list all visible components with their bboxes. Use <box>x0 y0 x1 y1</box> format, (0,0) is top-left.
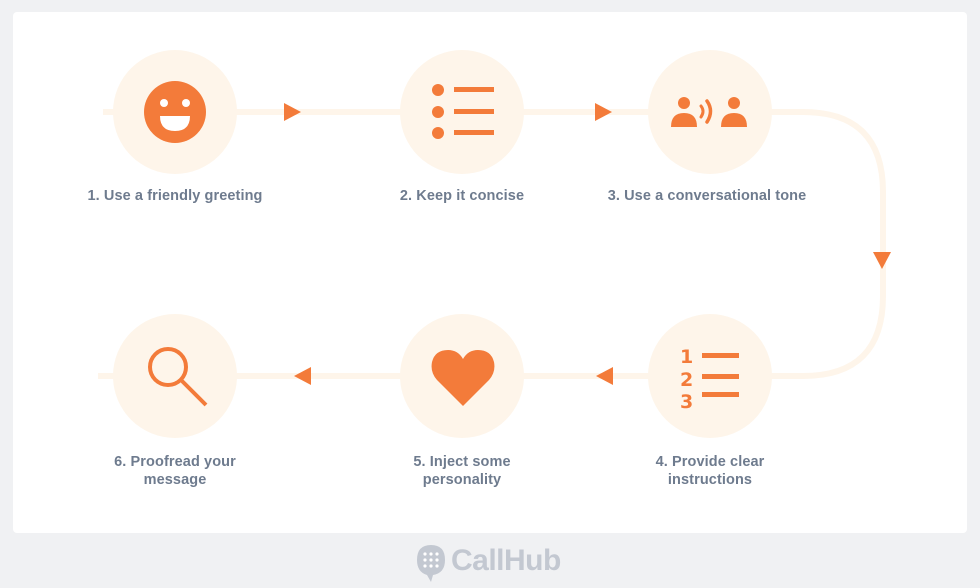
chat-bubble-keypad-icon <box>417 545 445 582</box>
svg-text:1: 1 <box>680 346 693 368</box>
bullet-list-icon <box>432 84 494 139</box>
flow-arrows <box>284 103 891 385</box>
step-4-label-line2: instructions <box>667 472 753 488</box>
logo-text: CallHub <box>451 544 561 577</box>
magnifying-glass-icon <box>148 347 208 407</box>
arrow-down-icon <box>873 252 891 269</box>
step-6-label-line1: 6. Proofread your <box>114 454 236 470</box>
callhub-logo: CallHub <box>447 541 561 581</box>
step-1-label: 1. Use a friendly greeting <box>87 188 263 204</box>
step-4-label: 4. Provide clear instructions <box>590 453 830 489</box>
step-2-label: 2. Keep it concise <box>399 188 525 204</box>
step-5-label-line1: 5. Inject some <box>413 454 511 470</box>
step-6-label-line2: message <box>143 472 207 488</box>
smiley-face-icon <box>144 81 206 143</box>
heart-icon <box>431 350 495 406</box>
arrow-right-icon <box>284 103 301 121</box>
step-3-label: 3. Use a conversational tone <box>607 188 807 204</box>
step-5-label: 5. Inject some personality <box>342 453 582 489</box>
arrow-left-icon <box>596 367 613 385</box>
numbered-list-icon: 1 2 3 <box>680 346 739 413</box>
step-5-label-line2: personality <box>422 472 502 488</box>
svg-text:3: 3 <box>680 391 693 413</box>
step-6-label: 6. Proofread your message <box>55 453 295 489</box>
arrow-left-icon <box>294 367 311 385</box>
svg-text:2: 2 <box>680 369 693 391</box>
arrow-right-icon <box>595 103 612 121</box>
step-4-label-line1: 4. Provide clear <box>655 454 765 470</box>
two-people-talking-icon <box>671 97 747 127</box>
